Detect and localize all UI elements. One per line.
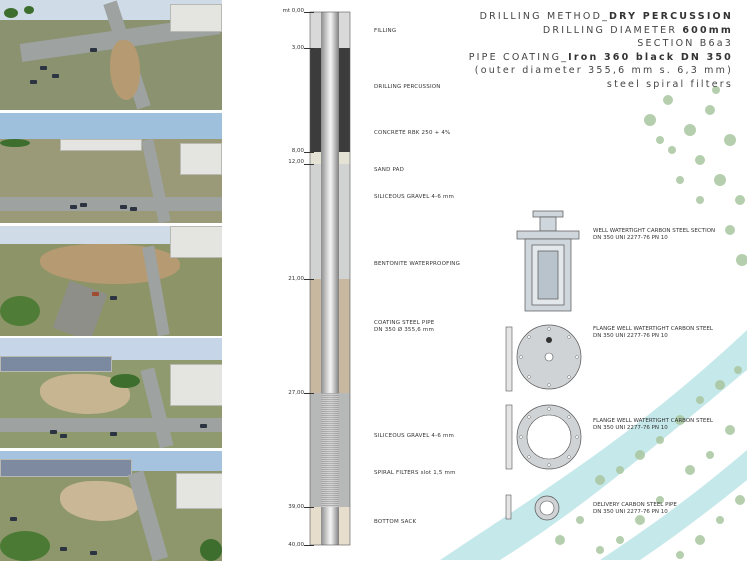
column-outline: [309, 11, 351, 546]
layer-label: SPIRAL FILTERS slot 1,5 mm: [374, 470, 456, 476]
depth-label: 27,00: [288, 390, 304, 396]
depth-tick: [304, 507, 314, 508]
depth-label: 21,00: [288, 276, 304, 282]
site-photo-1: [0, 0, 222, 110]
flange-2-drawing: [505, 404, 582, 470]
header-line-section: SECTION B6a3: [637, 38, 733, 49]
depth-tick: [304, 164, 314, 165]
site-photo-2: [0, 113, 222, 223]
depth-tick: [304, 12, 314, 13]
depth-tick: [304, 152, 314, 153]
layer-label: SILICEOUS GRAVEL 4-6 mm: [374, 433, 455, 439]
depth-label: 12,00: [288, 159, 304, 165]
layer-label: FILLING: [374, 28, 397, 34]
depth-label: 8,00: [291, 148, 304, 154]
site-photo-5: [0, 451, 222, 561]
delivery-pipe-drawing: [505, 494, 560, 521]
depth-tick: [304, 393, 314, 394]
well-section-drawing: [516, 210, 580, 312]
depth-label: 39,00: [288, 504, 304, 510]
layer-label: CONCRETE RBK 250 + 4%: [374, 130, 451, 136]
well-column: [309, 11, 351, 546]
header-line-filters: steel spiral filters: [606, 78, 733, 90]
layer-label: COATING STEEL PIPE: [374, 320, 435, 326]
site-photo-3: [0, 226, 222, 336]
depth-tick: [304, 48, 314, 49]
layer-label: DN 350 Ø 355,6 mm: [374, 327, 435, 333]
header-line-outer-diameter: (outer diameter 355,6 mm s. 6,3 mm): [474, 65, 733, 76]
layer-label: SAND PAD: [374, 167, 405, 173]
spiral-filter-section: [321, 393, 339, 507]
layer-label: DRILLING PERCUSSION: [374, 84, 441, 90]
depth-tick: [304, 545, 314, 546]
header-line-pipe-coating: PIPE COATING_Iron 360 black DN 350: [468, 51, 733, 63]
depth-label: 40,00: [288, 542, 304, 548]
project-header: DRILLING METHOD_DRY PERCUSSION DRILLING …: [469, 10, 733, 91]
component-drawings: [505, 210, 582, 521]
depth-tick: [304, 279, 314, 280]
depth-label: 3,00: [291, 45, 304, 51]
layer-label: BENTONITE WATERPROOFING: [374, 261, 461, 267]
layer-label: SILICEOUS GRAVEL 4-6 mm: [374, 194, 455, 200]
layer-label: BOTTOM SACK: [374, 519, 417, 525]
header-line-drilling-method: DRILLING METHOD_DRY PERCUSSION: [479, 11, 733, 22]
flange-1-drawing: [505, 324, 582, 392]
header-line-drilling-diameter: DRILLING DIAMETER 600mm: [542, 24, 733, 36]
depth-label: mt 0,00: [282, 8, 304, 14]
site-photo-4: [0, 338, 222, 448]
